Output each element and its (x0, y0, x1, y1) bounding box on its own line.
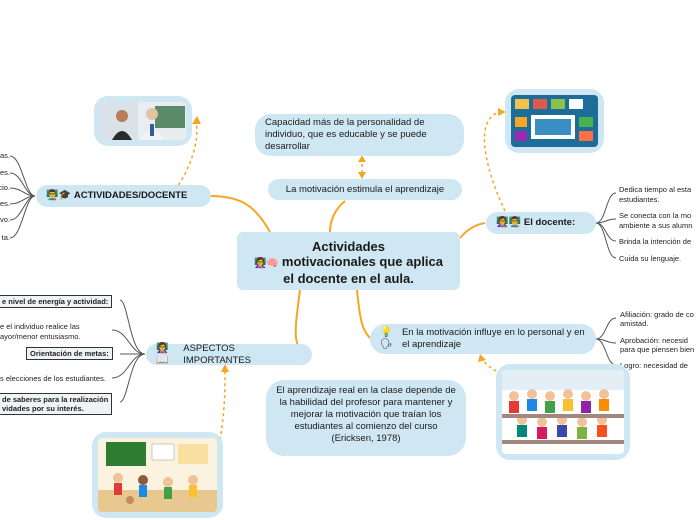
motivacion-personal-label: En la motivación influye en lo personal … (401, 327, 585, 350)
actividades-item-5: vo. (0, 215, 10, 224)
motivacion-item-amistad: amistad. (620, 319, 649, 328)
central-title-line1: Actividades (312, 239, 385, 254)
office-meeting-image (100, 102, 186, 140)
aspectos-importantes-node[interactable]: 👩‍🏫📖 ASPECTOS IMPORTANTES (146, 342, 312, 366)
actividades-item-6: ta. (1, 233, 10, 242)
aspectos-item-realice: e el individuo realice las (0, 322, 80, 331)
office-photo-frame (94, 96, 192, 146)
motivacion-estimula-text: La motivación estimula el aprendizaje (285, 183, 445, 195)
docente-item-1a: Dedica tiempo al esta (619, 185, 692, 194)
capacidad-text: Capacidad más de la personalidad de indi… (265, 117, 427, 152)
classroom-cartoon-image (98, 438, 217, 512)
aspectos-importantes-label: ASPECTOS IMPORTANTES (183, 342, 251, 366)
link-central-motivacion (356, 289, 371, 339)
aspectos-item-energia: e nivel de energía y actividad: (0, 295, 113, 308)
aprendizaje-real-node[interactable]: El aprendizaje real en la clase depende … (266, 380, 466, 456)
actividades-item-2: es. (0, 168, 10, 177)
teacher-brain-icon: 👩‍🏫🧠 (253, 258, 279, 269)
actividades-docente-node[interactable]: 👨‍🏫🎓 ACTIVIDADES/DOCENTE (36, 185, 211, 207)
central-title-line2: 👩‍🏫🧠motivacionales que aplica (253, 254, 444, 269)
teacher-book-icon: 👩‍🏫📖 (156, 342, 169, 366)
aspectos-item-elecciones: s elecciones de los estudiantes. (0, 374, 106, 383)
aspectos-item-entusiasmo: ayor/menor entusiasmo. (0, 332, 81, 341)
motivacion-item-logro: Logro: necesidad de (620, 361, 688, 370)
docente-item-2a: Se conecta con la mo (619, 211, 692, 220)
motivacion-item-afiliacion: Afiliación: grado de co (620, 310, 694, 319)
aspectos-item-saberes: de saberes para la realización vidades p… (0, 393, 113, 415)
motivacion-item-piensen: para que piensen bien (620, 345, 695, 354)
docente-item-2b: ambiente a sus alumn (619, 221, 693, 230)
actividades-item-1: as. (0, 151, 10, 160)
capacidad-node[interactable]: Capacidad más de la personalidad de indi… (255, 114, 464, 156)
link-central-actividades (209, 195, 271, 233)
central-title-line3: el docente en el aula. (283, 271, 414, 286)
teachers-icon: 👩‍🏫👨‍🏫 (496, 217, 521, 228)
docente-item-1b: estudiantes. (619, 195, 660, 204)
lightbulb-speaker-icon: 💡🗣 (380, 327, 393, 350)
link-central-docente (459, 222, 486, 239)
el-docente-node[interactable]: 👩‍🏫👨‍🏫 El docente: (486, 212, 596, 234)
link-central-estimula (329, 200, 346, 233)
central-topic[interactable]: Actividades 👩‍🏫🧠motivacionales que aplic… (237, 232, 460, 290)
actividades-docente-label: ACTIVIDADES/DOCENTE (73, 190, 188, 201)
actividades-item-3: cio. (0, 183, 10, 192)
online-classroom-image (511, 95, 598, 147)
classroom-cartoon-frame (92, 432, 223, 518)
actividades-item-4: es. (0, 199, 10, 208)
motivacion-item-aprobacion: Aprobación: necesid (620, 336, 688, 345)
docente-item-3: Brinda la intención de (619, 237, 692, 246)
docente-item-4: Cuida su lenguaje. (619, 254, 682, 263)
aspectos-item-orientacion: Orientación de metas: (26, 347, 113, 360)
motivacion-estimula-node[interactable]: La motivación estimula el aprendizaje (268, 179, 462, 200)
el-docente-label: El docente: (523, 217, 576, 228)
motivacion-personal-node[interactable]: 💡🗣 En la motivación influye en lo person… (370, 324, 596, 354)
screens-image-frame (505, 89, 604, 153)
teacher-graduation-icon: 👨‍🏫🎓 (46, 190, 71, 201)
aprendizaje-real-text: El aprendizaje real en la clase depende … (276, 385, 456, 444)
students-cartoon-image (502, 370, 624, 454)
students-cartoon-frame (496, 364, 630, 460)
